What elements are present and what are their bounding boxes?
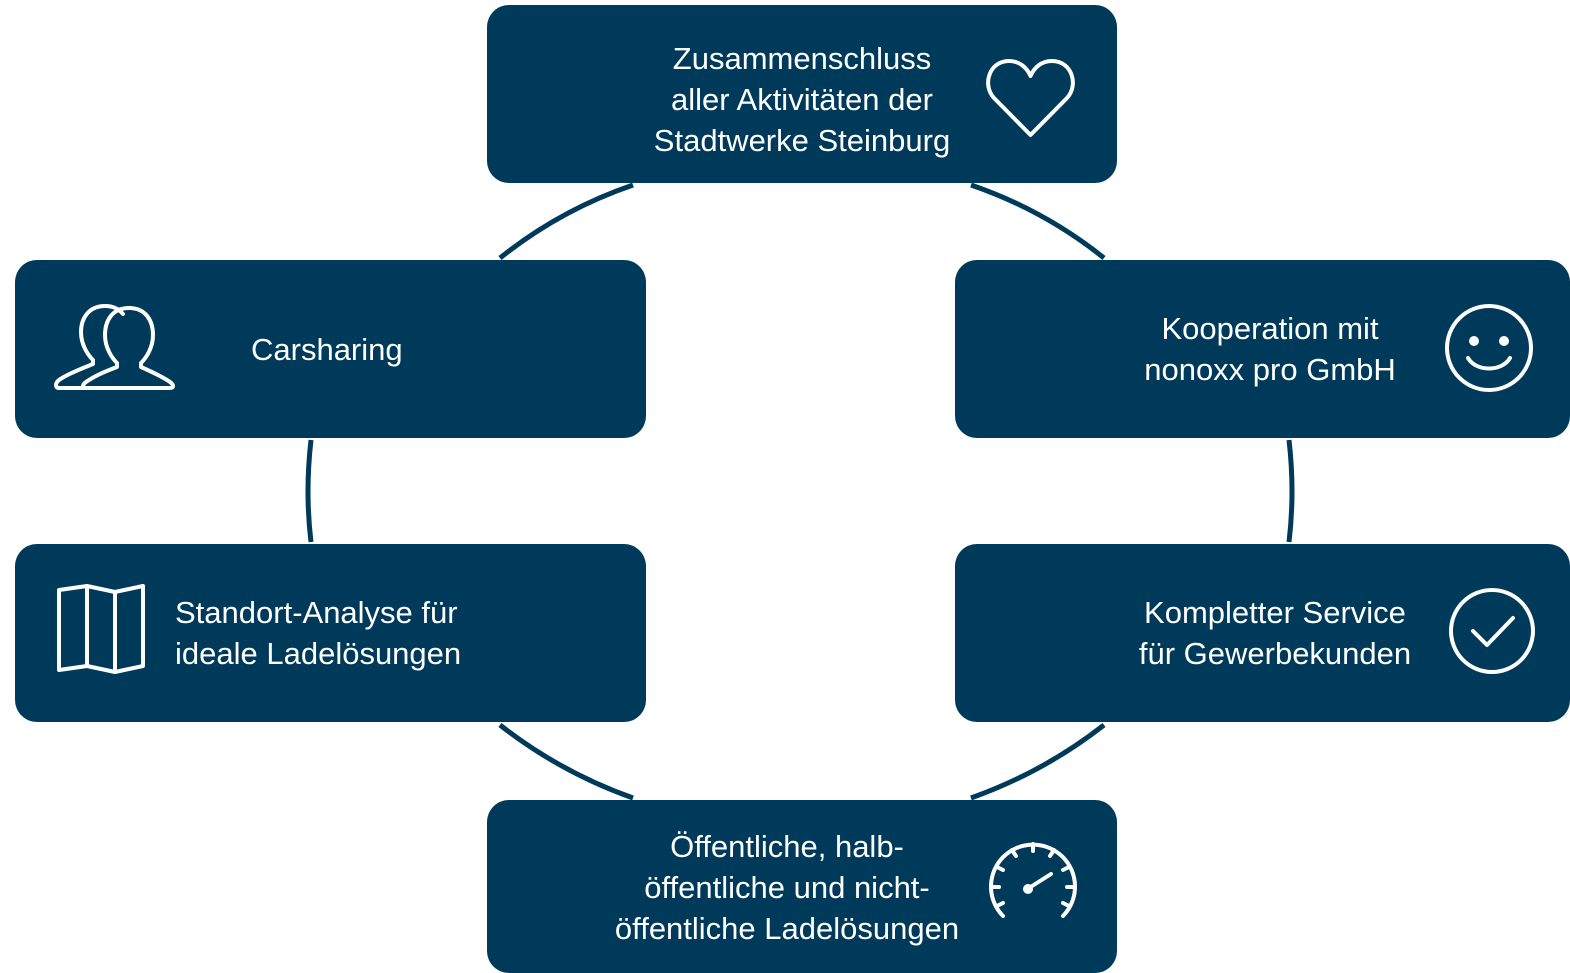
heart-icon xyxy=(984,55,1077,141)
node-right-lower: Kompletter Service für Gewerbekunden xyxy=(955,544,1570,722)
node-bottom-line-3: öffentliche Ladelösungen xyxy=(614,911,960,946)
smiley-icon xyxy=(1443,302,1535,394)
node-right-upper: Kooperation mit nonoxx pro GmbH xyxy=(955,260,1570,438)
node-right-lower-label: Kompletter Service für Gewerbekunden xyxy=(1105,592,1445,674)
connector-right-vertical xyxy=(1286,439,1295,543)
node-bottom: Öffentliche, halb- öffentliche und nicht… xyxy=(487,800,1117,973)
node-right-upper-label: Kooperation mit nonoxx pro GmbH xyxy=(1130,308,1410,390)
node-bottom-line-2: öffentliche und nicht- xyxy=(644,870,930,905)
node-right-upper-line-1: Kooperation mit xyxy=(1161,311,1379,346)
connector-left-vertical xyxy=(305,439,314,543)
node-right-lower-line-1: Kompletter Service xyxy=(1144,595,1406,630)
node-bottom-label: Öffentliche, halb- öffentliche und nicht… xyxy=(587,826,987,949)
speedometer-icon xyxy=(985,834,1081,924)
node-top-line-1: Zusammenschluss xyxy=(672,41,932,76)
node-top-line-2: aller Aktivitäten der xyxy=(671,82,933,117)
node-left-upper: Carsharing xyxy=(15,260,646,438)
node-left-lower-line-1: Standort-Analyse für xyxy=(175,595,458,630)
node-top: Zusammenschluss aller Aktivitäten der St… xyxy=(487,5,1117,183)
check-circle-icon xyxy=(1447,586,1537,676)
connector-top-left xyxy=(498,182,634,260)
node-bottom-line-1: Öffentliche, halb- xyxy=(670,829,904,864)
connector-top-right xyxy=(970,182,1106,260)
node-left-lower-line-2: ideale Ladelösungen xyxy=(175,636,462,671)
node-left-lower: Standort-Analyse für ideale Ladelösungen xyxy=(15,544,646,722)
node-right-upper-line-2: nonoxx pro GmbH xyxy=(1144,352,1396,387)
node-left-upper-label: Carsharing xyxy=(251,329,403,370)
users-icon xyxy=(53,302,175,392)
node-left-lower-label: Standort-Analyse für ideale Ladelösungen xyxy=(175,592,461,674)
node-top-line-3: Stadtwerke Steinburg xyxy=(653,123,951,158)
connector-bottom-right xyxy=(970,723,1106,801)
node-left-upper-line-1: Carsharing xyxy=(251,332,403,367)
connector-bottom-left xyxy=(498,723,634,801)
map-icon xyxy=(55,582,147,674)
node-top-label: Zusammenschluss aller Aktivitäten der St… xyxy=(637,38,967,161)
node-right-lower-line-2: für Gewerbekunden xyxy=(1138,636,1412,671)
